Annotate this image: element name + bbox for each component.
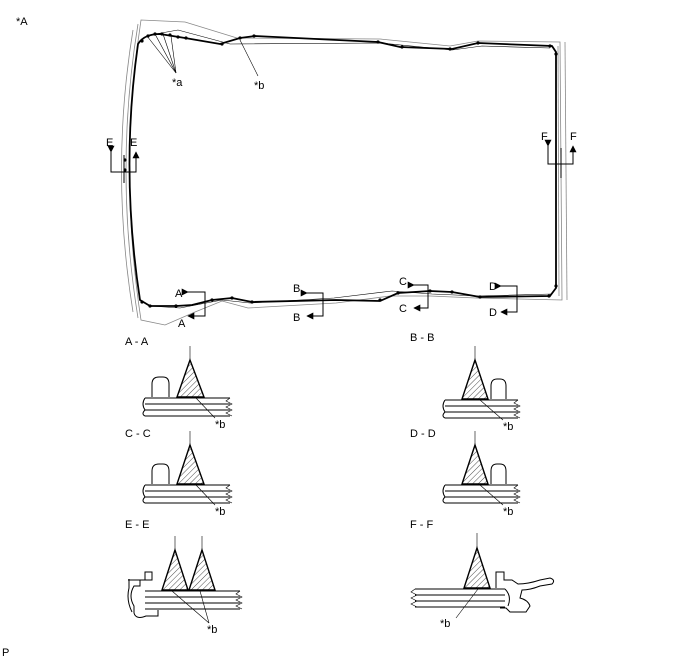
detail-ee-callout: *b <box>207 624 217 636</box>
section-f-label-left: F <box>541 131 548 143</box>
callout-a-leaders <box>146 33 177 74</box>
roof-panel-outline <box>121 19 568 326</box>
section-e-label-right: E <box>130 137 137 149</box>
section-c-label-bottom: C <box>399 303 407 315</box>
detail-ff-callout: *b <box>440 618 450 630</box>
detail-cc-title: C - C <box>125 428 151 440</box>
section-a-label-top: A <box>175 288 183 300</box>
section-arrow-b <box>300 289 324 320</box>
bead-dots <box>123 32 558 308</box>
detail-bb-callout: *b <box>503 421 513 433</box>
detail-dd: D - D *b <box>410 428 521 518</box>
detail-aa-callout: *b <box>215 419 225 431</box>
section-arrow-e <box>107 145 140 183</box>
section-c-label-top: C <box>399 276 407 288</box>
callout-b-label-top: *b <box>254 80 264 92</box>
detail-ee-title: E - E <box>125 519 149 531</box>
detail-bb: B - B *b <box>410 332 521 433</box>
detail-ff-title: F - F <box>410 519 433 531</box>
footer-label: P <box>2 647 9 658</box>
detail-dd-callout: *b <box>503 506 513 518</box>
adhesive-bead <box>128 33 557 307</box>
section-b-label-top: B <box>293 283 300 295</box>
section-d-label-bottom: D <box>489 307 497 319</box>
section-arrow-d <box>494 282 518 316</box>
detail-aa: A - A *b <box>125 336 233 431</box>
detail-dd-title: D - D <box>410 428 436 440</box>
section-a-label-bottom: A <box>178 318 186 330</box>
detail-ee: E - E *b <box>125 519 243 636</box>
section-arrow-c <box>407 281 429 312</box>
section-arrow-f <box>544 139 577 178</box>
detail-aa-title: A - A <box>125 336 149 348</box>
detail-cc: C - C *b <box>125 428 233 518</box>
section-b-label-bottom: B <box>293 312 300 324</box>
section-e-label-left: E <box>106 137 113 149</box>
view-label: *A <box>16 16 28 28</box>
detail-bb-title: B - B <box>410 332 434 344</box>
detail-ff: F - F *b <box>410 519 555 630</box>
section-f-label-right: F <box>570 131 577 143</box>
section-d-label-top: D <box>489 281 497 293</box>
section-arrow-a <box>181 288 206 320</box>
detail-cc-callout: *b <box>215 506 225 518</box>
callout-a-label: *a <box>172 77 183 89</box>
callout-b-leader-top <box>239 39 259 77</box>
